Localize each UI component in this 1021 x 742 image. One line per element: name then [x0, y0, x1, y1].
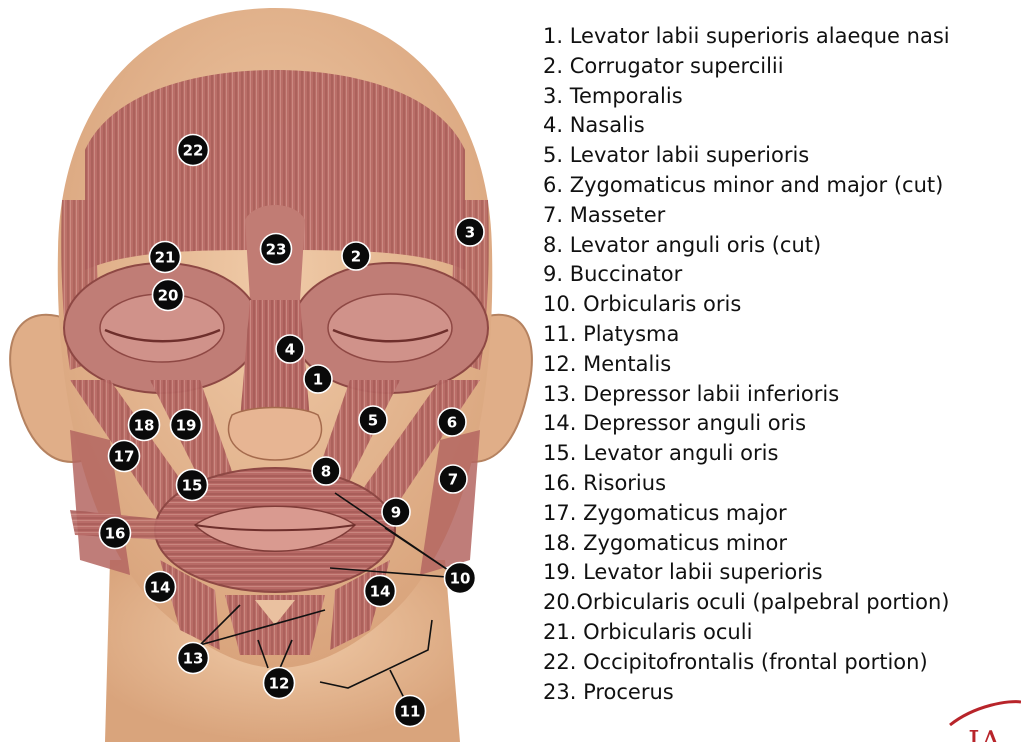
- legend-item-5: 5. Levator labii superioris: [543, 141, 950, 171]
- marker-label: 2: [351, 248, 361, 266]
- marker-2: 2: [342, 242, 370, 270]
- marker-label: 13: [183, 650, 204, 668]
- legend-item-16: 16. Risorius: [543, 469, 950, 499]
- marker-5: 5: [359, 406, 387, 434]
- marker-label: 19: [176, 417, 197, 435]
- marker-label: 23: [266, 241, 287, 259]
- marker-18: 18: [129, 410, 160, 441]
- face-illustration: [10, 8, 532, 742]
- legend-item-10: 10. Orbicularis oris: [543, 290, 950, 320]
- marker-label: 14: [370, 583, 391, 601]
- legend-item-2: 2. Corrugator supercilii: [543, 52, 950, 82]
- logo-text: IA: [968, 725, 1002, 742]
- marker-20: 20: [153, 280, 184, 311]
- marker-label: 12: [269, 675, 290, 693]
- legend-item-19: 19. Levator labii superioris: [543, 558, 950, 588]
- marker-label: 10: [450, 570, 471, 588]
- marker-label: 22: [183, 142, 204, 160]
- marker-23: 23: [261, 234, 292, 265]
- marker-label: 11: [400, 703, 421, 721]
- marker-13: 13: [178, 643, 209, 674]
- legend-item-9: 9. Buccinator: [543, 260, 950, 290]
- legend-item-6: 6. Zygomaticus minor and major (cut): [543, 171, 950, 201]
- legend-item-8: 8. Levator anguli oris (cut): [543, 231, 950, 261]
- marker-16: 16: [100, 518, 131, 549]
- marker-label: 9: [391, 504, 401, 522]
- legend-item-7: 7. Masseter: [543, 201, 950, 231]
- legend-item-14: 14. Depressor anguli oris: [543, 409, 950, 439]
- marker-19: 19: [171, 410, 202, 441]
- marker-12: 12: [264, 668, 295, 699]
- legend-item-17: 17. Zygomaticus major: [543, 499, 950, 529]
- marker-label: 4: [285, 341, 295, 359]
- marker-label: 20: [158, 287, 179, 305]
- marker-1: 1: [304, 365, 332, 393]
- marker-label: 21: [155, 249, 176, 267]
- legend-item-22: 22. Occipitofrontalis (frontal portion): [543, 648, 950, 678]
- legend-item-20: 20.Orbicularis oculi (palpebral portion): [543, 588, 950, 618]
- marker-7: 7: [439, 465, 467, 493]
- legend-item-4: 4. Nasalis: [543, 111, 950, 141]
- marker-14: 14: [365, 576, 396, 607]
- marker-label: 6: [447, 414, 457, 432]
- marker-14: 14: [145, 572, 176, 603]
- legend-item-15: 15. Levator anguli oris: [543, 439, 950, 469]
- marker-label: 8: [321, 463, 331, 481]
- marker-label: 14: [150, 579, 171, 597]
- marker-11: 11: [395, 696, 426, 727]
- marker-15: 15: [177, 470, 208, 501]
- marker-9: 9: [382, 498, 410, 526]
- marker-label: 15: [182, 477, 203, 495]
- marker-label: 1: [313, 371, 323, 389]
- legend-item-18: 18. Zygomaticus minor: [543, 529, 950, 559]
- marker-6: 6: [438, 408, 466, 436]
- legend-item-12: 12. Mentalis: [543, 350, 950, 380]
- marker-21: 21: [150, 242, 181, 273]
- marker-label: 18: [134, 417, 155, 435]
- marker-label: 16: [105, 525, 126, 543]
- nose: [229, 408, 322, 461]
- marker-label: 3: [465, 224, 475, 242]
- muscle-legend: 1. Levator labii superioris alaeque nasi…: [543, 22, 950, 707]
- marker-8: 8: [312, 457, 340, 485]
- legend-item-13: 13. Depressor labii inferioris: [543, 380, 950, 410]
- marker-label: 7: [448, 471, 458, 489]
- marker-label: 5: [368, 412, 378, 430]
- legend-item-23: 23. Procerus: [543, 678, 950, 708]
- marker-17: 17: [109, 441, 140, 472]
- marker-22: 22: [178, 135, 209, 166]
- marker-label: 17: [114, 448, 135, 466]
- logo: IA: [950, 702, 1021, 742]
- legend-item-21: 21. Orbicularis oculi: [543, 618, 950, 648]
- legend-item-11: 11. Platysma: [543, 320, 950, 350]
- marker-10: 10: [445, 563, 476, 594]
- legend-item-1: 1. Levator labii superioris alaeque nasi: [543, 22, 950, 52]
- marker-4: 4: [276, 335, 304, 363]
- legend-item-3: 3. Temporalis: [543, 82, 950, 112]
- marker-3: 3: [456, 218, 484, 246]
